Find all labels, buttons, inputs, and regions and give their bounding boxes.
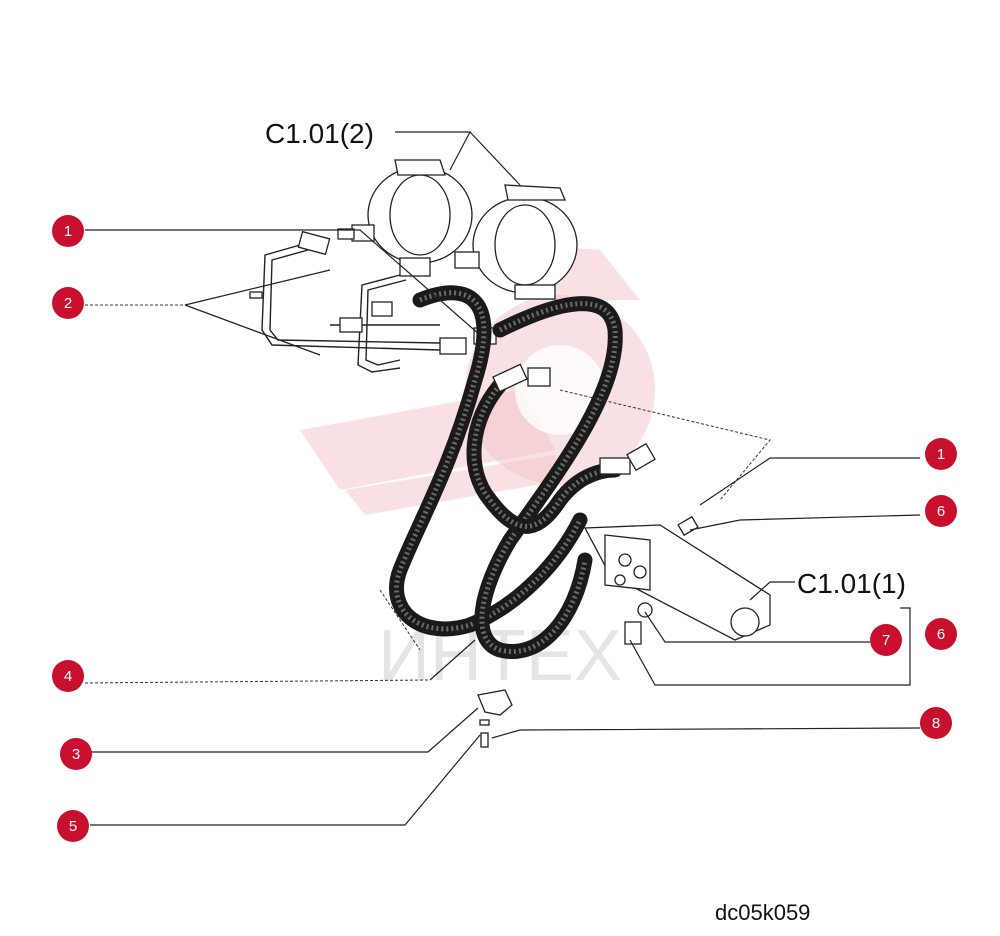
callout-1-upper: 1: [52, 215, 84, 247]
callout-6-lower: 6: [925, 618, 957, 650]
callout-2: 2: [52, 287, 84, 319]
leader-lines: [84, 131, 921, 826]
callout-1-lower: 1: [925, 438, 957, 470]
callout-5: 5: [57, 810, 89, 842]
brake-chamber-left: [337, 159, 473, 277]
drawing-code: dc05k059: [715, 900, 810, 925]
callout-number: 1: [64, 223, 72, 240]
callout-7: 7: [870, 624, 902, 656]
assembly-label-upper: C1.01(2): [265, 118, 374, 149]
callout-number: 2: [64, 295, 72, 312]
callout-3: 3: [60, 738, 92, 770]
valve-assembly: [583, 515, 771, 645]
brake-chamber-right: [454, 184, 578, 300]
callout-4: 4: [52, 660, 84, 692]
callout-8: 8: [920, 707, 952, 739]
callout-number: 1: [937, 446, 945, 463]
callout-number: 5: [69, 818, 77, 835]
callout-number: 3: [72, 746, 80, 763]
assembly-label-lower: C1.01(1): [797, 568, 906, 599]
elbow-fitting: [477, 689, 513, 748]
callout-number: 7: [882, 632, 890, 649]
flexible-hoses: [389, 285, 656, 659]
callout-6-upper: 6: [925, 495, 957, 527]
callout-number: 8: [932, 715, 940, 732]
callout-number: 4: [64, 668, 72, 685]
callout-number: 6: [937, 503, 945, 520]
callout-number: 6: [937, 626, 945, 643]
